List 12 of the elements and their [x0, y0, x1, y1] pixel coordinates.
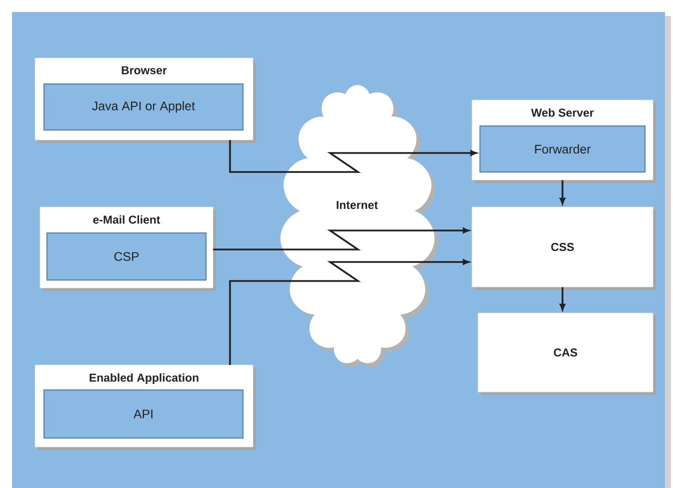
server-box: CAS — [478, 312, 656, 395]
module-box: Java API or Applet — [43, 83, 244, 131]
module-box: CSP — [46, 232, 207, 281]
arrow — [560, 180, 566, 204]
arrow — [229, 259, 470, 365]
arrow — [213, 228, 470, 250]
server-box: CSS — [472, 206, 656, 290]
arrow — [560, 287, 566, 310]
module-box: Forwarder — [479, 125, 646, 173]
cloud-label: Internet — [336, 201, 378, 209]
module-box: API — [43, 389, 244, 439]
arrow — [229, 140, 477, 173]
